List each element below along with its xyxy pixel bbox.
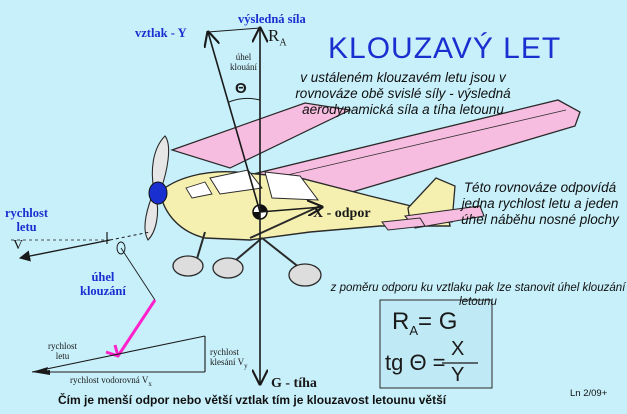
nose-wheel: [172, 255, 204, 277]
credit-text: Ln 2/09+: [570, 388, 608, 399]
small-speed-label: rychlost letu: [48, 341, 77, 361]
main-wheel-left: [212, 257, 244, 279]
resultant-force-label: výsledná síla: [238, 12, 306, 26]
resultant-symbol: RA: [268, 26, 287, 49]
propeller-blade-bottom: [144, 195, 159, 241]
formula-denominator: Y: [451, 364, 465, 386]
glide-angle-label: úhel klouzání: [80, 270, 126, 298]
theta-symbol: Θ: [235, 80, 247, 97]
description-text: v ustáleném klouzavém letu jsou v rovnov…: [295, 70, 511, 117]
page-title: KLOUZAVÝ LET: [328, 32, 562, 65]
formula-glide-ratio: tg Θ =: [385, 350, 446, 375]
velocity-resultant: [31, 335, 206, 373]
footer-text: Čím je menší odpor nebo větší vztlak tím…: [58, 393, 447, 407]
balance-text: Této rovnováze odpovídá jedna rychlost l…: [461, 180, 619, 227]
glide-angle-pointer: [105, 299, 157, 358]
speed-symbol: V: [13, 238, 24, 253]
small-angle-label: úhel klouání: [230, 52, 257, 72]
vertical-speed-label: rychlost klesání Vy: [210, 347, 248, 370]
drag-vector: [259, 207, 322, 212]
lift-label: vztlak - Y: [135, 26, 187, 40]
lift-vector: [208, 32, 261, 213]
spinner: [148, 181, 168, 205]
propeller-blade-top: [151, 135, 170, 193]
speed-vector: [18, 239, 111, 262]
speed-label: rychlost letu: [5, 206, 49, 234]
ratio-text: z poměru odporu ku vztlaku pak lze stano…: [330, 282, 626, 308]
formula-numerator: X: [451, 338, 465, 360]
weight-label: G - tíha: [271, 376, 317, 391]
formula-box: [379, 299, 493, 389]
drag-label: X - odpor: [313, 206, 371, 221]
formula-equilibrium: RA= G: [392, 308, 458, 338]
horizontal-speed-label: rychlost vodorovná Vx: [70, 375, 152, 388]
main-wheel-right: [288, 263, 322, 287]
